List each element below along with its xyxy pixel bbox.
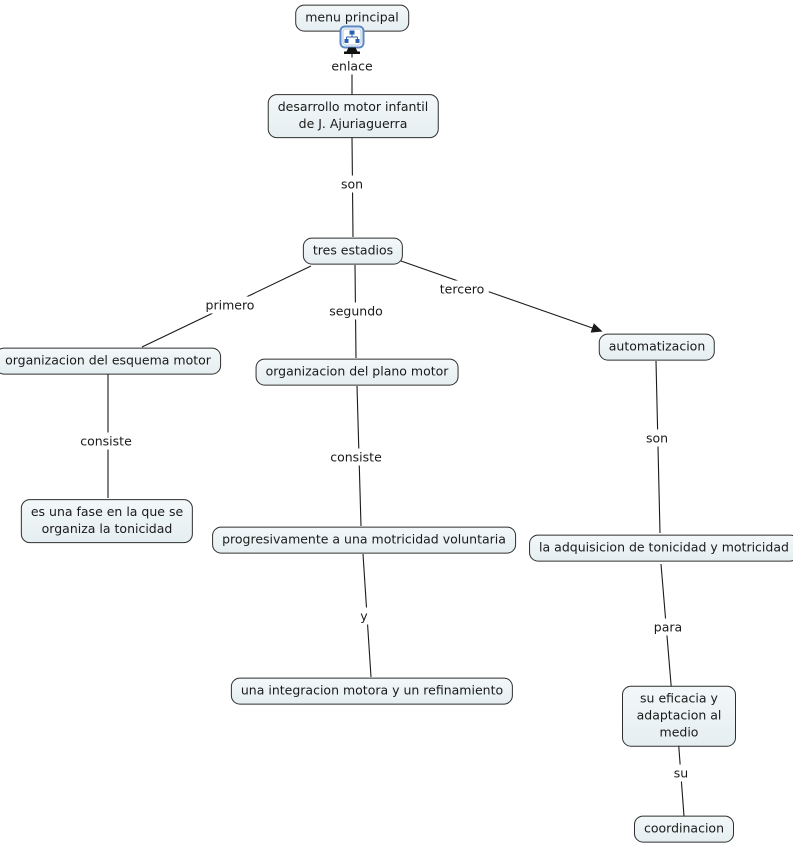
link-label-primero[interactable]: primero xyxy=(201,296,259,314)
concept-node-desarrollo[interactable]: desarrollo motor infantil de J. Ajuriagu… xyxy=(267,94,439,138)
concept-node-eficacia[interactable]: su eficacia y adaptacion al medio xyxy=(622,685,736,747)
linked-cmap-icon-graphic xyxy=(339,25,365,54)
concept-node-adquisicion[interactable]: la adquisicion de tonicidad y motricidad xyxy=(529,534,793,562)
linked-cmap-icon[interactable] xyxy=(339,25,365,55)
concept-node-fase-tonicidad[interactable]: es una fase en la que se organiza la ton… xyxy=(20,499,194,543)
concept-node-automatizacion[interactable]: automatizacion xyxy=(598,333,716,361)
concept-node-plano-motor[interactable]: organizacion del plano motor xyxy=(255,358,459,386)
edge-tres-to-automatizacion xyxy=(400,260,603,333)
concept-node-esquema-motor[interactable]: organizacion del esquema motor xyxy=(0,347,221,375)
link-label-y[interactable]: y xyxy=(356,607,372,625)
edge-automatizacion-to-adquisicion xyxy=(655,360,661,534)
link-label-consiste-mid[interactable]: consiste xyxy=(326,448,386,466)
link-label-consiste-left[interactable]: consiste xyxy=(76,432,136,450)
concept-node-tres-estadios[interactable]: tres estadios xyxy=(302,237,404,265)
concept-node-integracion[interactable]: una integracion motora y un refinamiento xyxy=(230,677,514,705)
link-label-son-right[interactable]: son xyxy=(641,429,673,447)
link-label-enlace[interactable]: enlace xyxy=(327,57,377,75)
link-label-son-top[interactable]: son xyxy=(336,175,368,193)
link-label-tercero[interactable]: tercero xyxy=(435,280,489,298)
link-label-su[interactable]: su xyxy=(669,764,693,782)
link-label-para[interactable]: para xyxy=(649,618,687,636)
concept-node-coordinacion[interactable]: coordinacion xyxy=(634,815,734,843)
concept-node-progresivamente[interactable]: progresivamente a una motricidad volunta… xyxy=(212,526,516,554)
link-label-segundo[interactable]: segundo xyxy=(325,302,387,320)
